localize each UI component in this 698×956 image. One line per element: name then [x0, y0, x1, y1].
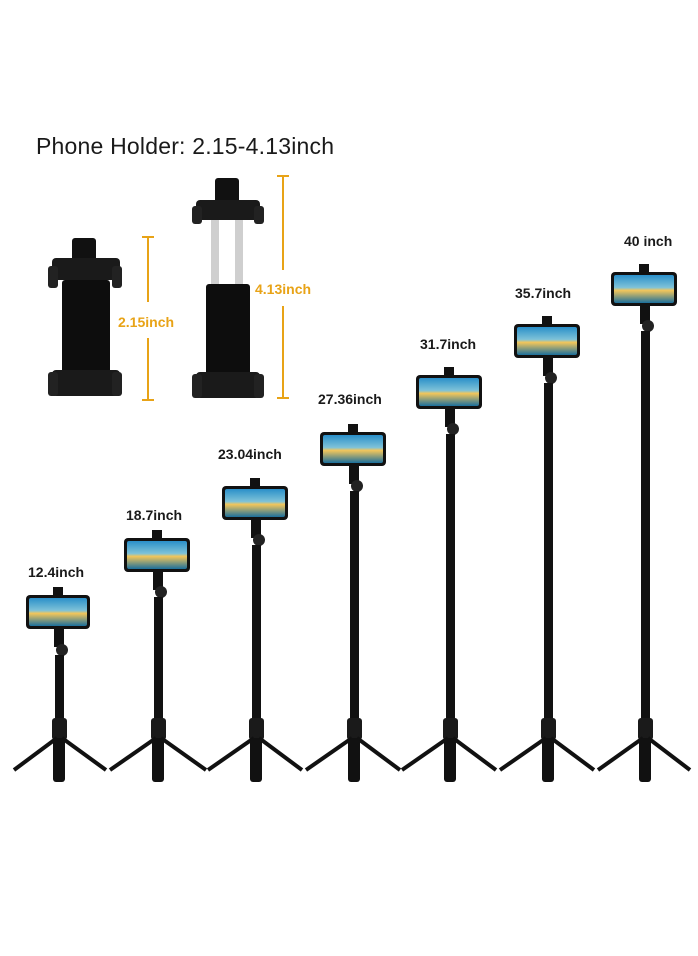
tripod-12-4-inch [12, 587, 108, 782]
tripod-23-04-inch [206, 478, 304, 782]
height-label-6: 35.7inch [515, 285, 572, 301]
tripod-31-7-inch [400, 367, 498, 782]
height-label-4: 27.36inch [318, 391, 382, 407]
holder-min-dimension-line [142, 236, 154, 401]
height-label-2: 18.7inch [126, 507, 183, 523]
height-label-1: 12.4inch [28, 564, 85, 580]
phone-holder-collapsed-icon [48, 238, 122, 396]
tripod-18-7-inch [108, 530, 208, 782]
tripod-35-7-inch [498, 316, 596, 782]
height-label-7: 40 inch [624, 233, 673, 249]
tripod-27-36-inch [304, 424, 402, 782]
height-label-3: 23.04inch [218, 446, 282, 462]
holder-min-width-label: 2.15inch [118, 314, 175, 330]
height-label-5: 31.7inch [420, 336, 477, 352]
holder-max-width-label: 4.13inch [255, 281, 312, 297]
tripod-40-inch [596, 264, 692, 782]
phone-holder-extended-icon [192, 178, 264, 398]
holder-max-dimension-line [277, 175, 289, 399]
page-title: Phone Holder: 2.15-4.13inch [36, 133, 335, 159]
